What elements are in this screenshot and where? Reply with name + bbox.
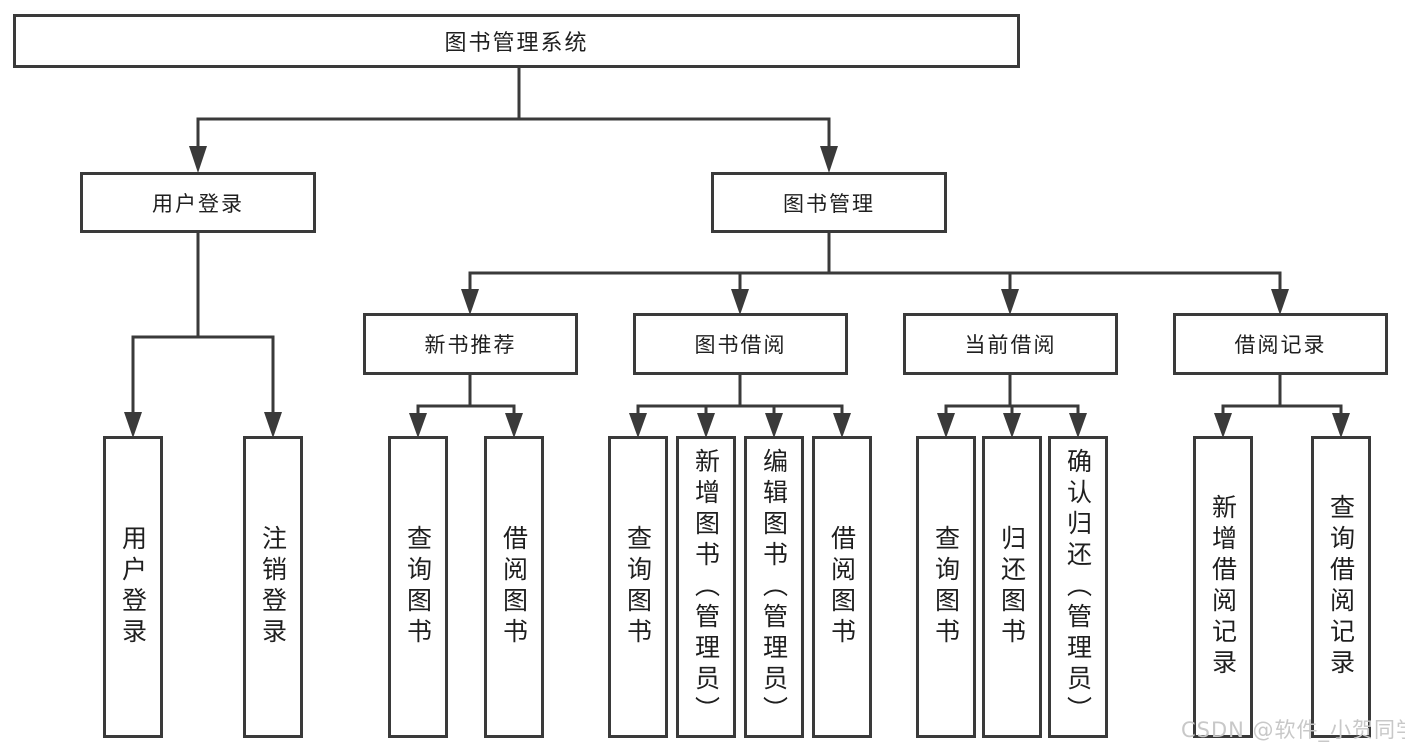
connector-borrowing-records-to-children: [1214, 375, 1350, 438]
leaf-query-books-current-label: 查询图书: [931, 525, 961, 649]
leaf-return-books-label: 归还图书: [997, 525, 1027, 649]
node-new-book-recommendation: 新书推荐: [363, 313, 578, 375]
node-book-borrowing: 图书借阅: [633, 313, 848, 375]
leaf-confirm-return-admin-label: 确认归还（管理员）: [1063, 447, 1093, 727]
leaf-add-books-admin-label: 新增图书（管理员）: [691, 447, 721, 727]
leaf-borrow-books-borrow-label: 借阅图书: [827, 525, 857, 649]
leaf-edit-books-admin-label: 编辑图书（管理员）: [759, 447, 789, 727]
leaf-logout: 注销登录: [243, 436, 303, 738]
leaf-user-login-label: 用户登录: [118, 525, 148, 649]
node-book-management-label: 图书管理: [783, 191, 875, 216]
leaf-query-books-recommend: 查询图书: [388, 436, 448, 738]
leaf-return-books: 归还图书: [982, 436, 1042, 738]
connector-book-management-to-level2: [461, 233, 1289, 315]
connector-root-to-level1: [189, 68, 838, 173]
leaf-user-login: 用户登录: [103, 436, 163, 738]
leaf-query-books-borrow: 查询图书: [608, 436, 668, 738]
leaf-query-books-current: 查询图书: [916, 436, 976, 738]
node-borrowing-records: 借阅记录: [1173, 313, 1388, 375]
leaf-query-borrow-record: 查询借阅记录: [1311, 436, 1371, 738]
node-current-borrowing: 当前借阅: [903, 313, 1118, 375]
leaf-query-books-borrow-label: 查询图书: [623, 525, 653, 649]
node-new-book-recommendation-label: 新书推荐: [424, 333, 517, 357]
leaf-add-books-admin: 新增图书（管理员）: [676, 436, 736, 738]
leaf-query-books-recommend-label: 查询图书: [403, 525, 433, 649]
connector-user-login-to-children: [124, 233, 282, 438]
leaf-borrow-books-borrow: 借阅图书: [812, 436, 872, 738]
node-borrowing-records-label: 借阅记录: [1234, 333, 1327, 357]
leaf-logout-label: 注销登录: [258, 525, 288, 649]
leaf-edit-books-admin: 编辑图书（管理员）: [744, 436, 804, 738]
connector-book-borrowing-to-children: [629, 375, 851, 438]
node-library-management-system-label: 图书管理系统: [444, 31, 589, 56]
leaf-borrow-books-recommend-label: 借阅图书: [499, 525, 529, 649]
connector-current-borrowing-to-children: [937, 375, 1087, 438]
node-book-borrowing-label: 图书借阅: [694, 333, 787, 357]
leaf-add-borrow-record-label: 新增借阅记录: [1208, 494, 1238, 680]
node-book-management: 图书管理: [711, 172, 947, 233]
connector-new-book-recommendation-to-children: [409, 375, 523, 438]
leaf-query-borrow-record-label: 查询借阅记录: [1326, 494, 1356, 680]
node-user-login: 用户登录: [80, 172, 316, 233]
leaf-add-borrow-record: 新增借阅记录: [1193, 436, 1253, 738]
csdn-watermark: CSDN @软件_小贺同学: [1181, 718, 1405, 742]
node-current-borrowing-label: 当前借阅: [964, 333, 1057, 357]
leaf-borrow-books-recommend: 借阅图书: [484, 436, 544, 738]
leaf-confirm-return-admin: 确认归还（管理员）: [1048, 436, 1108, 738]
node-library-management-system: 图书管理系统: [13, 14, 1020, 68]
node-user-login-label: 用户登录: [152, 191, 244, 216]
